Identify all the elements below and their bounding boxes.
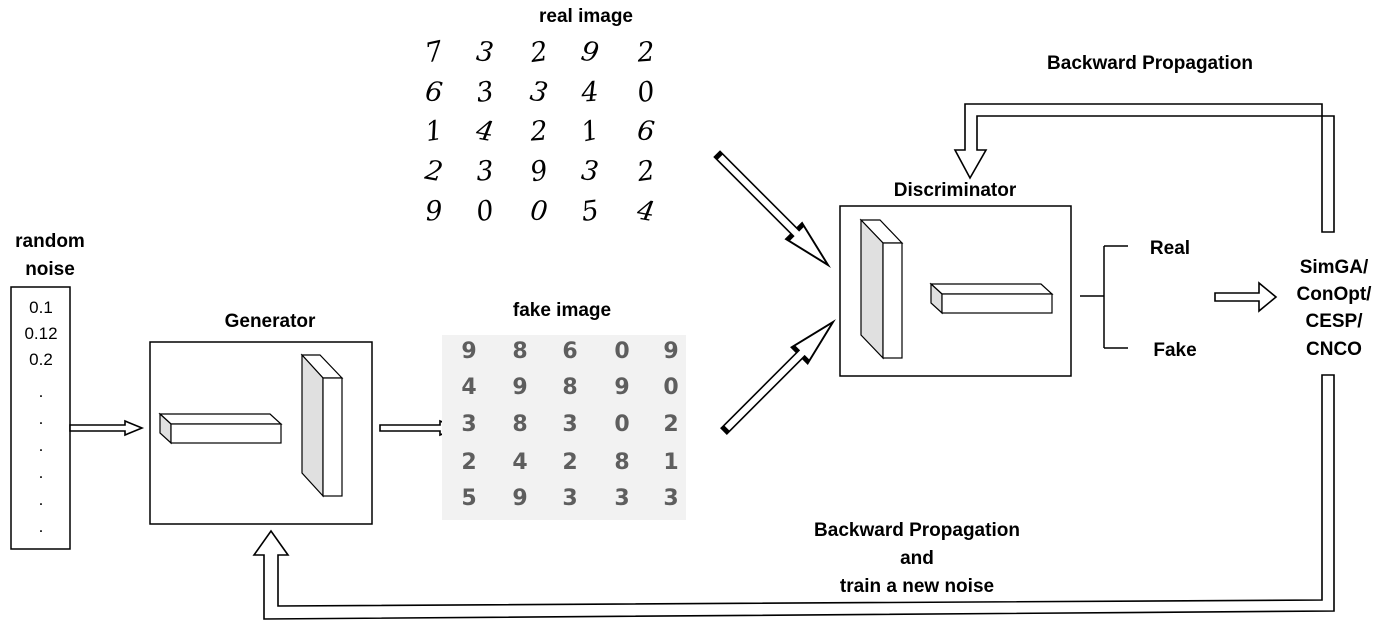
fake-digit: 8: [562, 375, 577, 400]
noise-value: .: [39, 382, 44, 401]
real-digit: 9: [424, 195, 443, 227]
real-digit: 6: [424, 76, 444, 109]
real-digit: 2: [422, 155, 445, 189]
real-digit: 2: [634, 155, 656, 188]
fake-digit: 5: [461, 486, 476, 511]
real-digit: 1: [423, 115, 444, 148]
real-digit: 5: [579, 195, 600, 228]
real-digit: 3: [580, 155, 600, 188]
to-optimizer-arrow: [1214, 281, 1278, 313]
generator-dense-block: [158, 412, 283, 445]
real-digit: 3: [475, 155, 494, 187]
output-branch: [1080, 245, 1128, 349]
fake-digit: 6: [562, 339, 577, 364]
noise-value: 0.2: [29, 350, 53, 369]
fake-digit: 3: [614, 486, 629, 511]
real-digit: 9: [527, 155, 550, 189]
backprop-bottom-line1: Backward Propagation: [814, 520, 1020, 541]
backprop-bottom-line2: and: [900, 548, 934, 569]
fake-digit: 0: [614, 412, 629, 437]
discriminator-label: Discriminator: [894, 180, 1017, 201]
noise-to-generator-arrow: [69, 419, 145, 437]
noise-value: .: [39, 490, 44, 509]
optimizer-label: CESP/: [1305, 311, 1363, 332]
fake-digit: 3: [461, 412, 476, 437]
generator-feedback-arrow: [252, 374, 1335, 620]
backprop-top-label: Backward Propagation: [1047, 53, 1253, 74]
real-digit: 4: [473, 115, 496, 149]
optimizer-label: CNCO: [1306, 339, 1362, 360]
real-digit: 0: [529, 195, 549, 228]
fake-digit: 9: [512, 486, 527, 511]
noise-value: .: [39, 463, 44, 482]
fake-digit: 2: [461, 450, 476, 475]
real-digit: 6: [636, 115, 656, 148]
fake-digit: 9: [614, 375, 629, 400]
real-digit: 7: [422, 35, 446, 69]
fake-digit: 9: [512, 375, 527, 400]
discriminator-conv-block: [859, 218, 904, 360]
fake-digit: 8: [512, 339, 527, 364]
real-digit: 3: [528, 76, 550, 110]
real-digit: 3: [475, 36, 495, 69]
fake-digit: 4: [512, 450, 527, 475]
fake-digit: 0: [663, 375, 678, 400]
optimizer-label: SimGA/: [1300, 257, 1369, 278]
noise-vector-box: [10, 286, 71, 550]
noise-value: .: [39, 517, 44, 536]
generator-label: Generator: [225, 311, 316, 332]
noise-title-line1: random: [15, 231, 85, 252]
real-digit: 4: [634, 195, 657, 229]
real-digit: 1: [578, 115, 601, 149]
fake-digit: 3: [562, 486, 577, 511]
optimizer-labels: SimGA/ConOpt/CESP/CNCO: [1297, 257, 1373, 360]
fake-digit: 8: [512, 412, 527, 437]
output-fake-label: Fake: [1153, 340, 1196, 361]
discriminator-box: [839, 205, 1072, 377]
real-digit: 4: [579, 76, 599, 108]
fake-digit: 3: [663, 486, 678, 511]
real-digit: 0: [473, 195, 496, 229]
discriminator-dense-block: [929, 282, 1054, 315]
fake-digit: 2: [562, 450, 577, 475]
noise-values: 0.1 0.12 0.2......: [24, 298, 57, 536]
noise-value: 0.12: [24, 324, 57, 343]
fake-digit: 1: [663, 450, 678, 475]
noise-value: .: [39, 409, 44, 428]
real-digit: 9: [579, 36, 601, 70]
fake-digit: 2: [663, 412, 678, 437]
optimizer-label: ConOpt/: [1297, 284, 1373, 305]
discriminator-feedback-arrow: [953, 103, 1335, 233]
generator-conv-block: [300, 353, 344, 498]
real-image-label: real image: [539, 6, 633, 27]
fake-digit: 3: [562, 412, 577, 437]
output-real-label: Real: [1150, 238, 1190, 259]
fake-image-label: fake image: [513, 300, 611, 321]
noise-value: .: [39, 436, 44, 455]
real-digit: 2: [635, 36, 655, 68]
real-digit: 2: [528, 115, 548, 147]
backprop-bottom-line3: train a new noise: [840, 576, 994, 597]
fake-digit: 9: [663, 339, 678, 364]
noise-value: 0.1: [29, 298, 53, 317]
generator-box: [149, 341, 373, 525]
real-digit: 2: [527, 36, 549, 69]
real-to-discriminator-arrow: [713, 150, 831, 268]
fake-digit: 0: [614, 339, 629, 364]
real-digit: 0: [634, 76, 657, 110]
fake-digit: 4: [461, 375, 476, 400]
fake-to-discriminator-arrow: [720, 319, 836, 435]
fake-digit: 9: [461, 339, 476, 364]
real-digit: 3: [474, 76, 495, 109]
noise-title-line2: noise: [25, 259, 75, 280]
fake-digit: 8: [614, 450, 629, 475]
